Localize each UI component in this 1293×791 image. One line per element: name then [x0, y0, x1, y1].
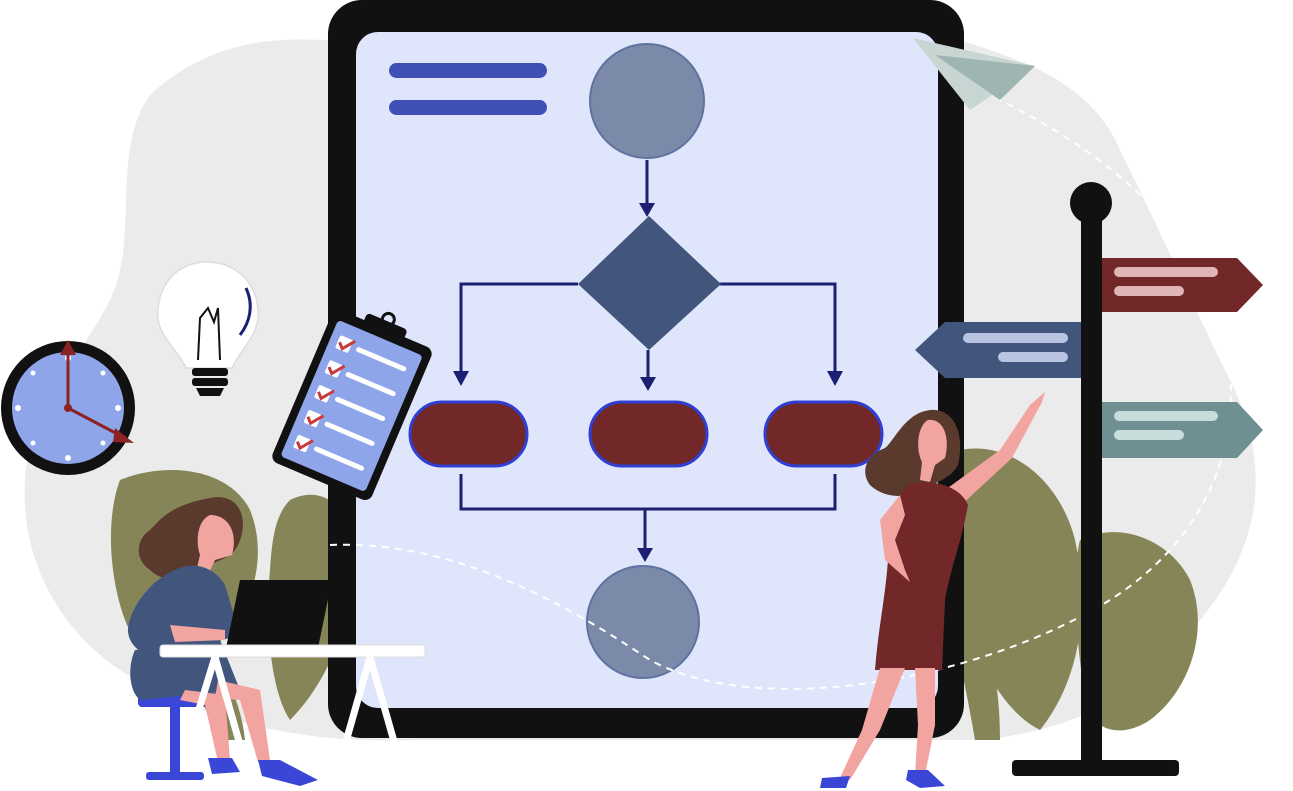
flowchart-arrowhead: [827, 371, 843, 386]
dashed-trail: [329, 99, 1232, 690]
screen-text-line: [389, 100, 547, 115]
flowchart-decision-node: [578, 216, 721, 350]
paper-plane-icon: [913, 38, 1035, 110]
plant-right: [940, 448, 1198, 740]
flowchart-connector: [459, 474, 837, 511]
person-pointing: [820, 392, 1045, 788]
flowchart-arrowhead: [453, 371, 469, 386]
lightbulb-icon: [157, 261, 259, 396]
flowchart-end-node: [586, 565, 700, 679]
flowchart-process-node: [763, 400, 884, 468]
flowchart-start-node: [589, 43, 705, 159]
flowchart-connector: [459, 282, 578, 372]
flowchart-process-node: [588, 400, 709, 468]
flowchart: [408, 43, 884, 679]
flowchart-arrowhead: [637, 548, 653, 562]
checklist-clipboard-icon: [272, 309, 432, 501]
flowchart-arrowhead: [639, 203, 655, 217]
screen-text-line: [389, 63, 547, 78]
person-at-laptop: [128, 497, 426, 786]
clock-icon: [1, 340, 135, 475]
signpost-arrow-left: [915, 322, 1081, 378]
signpost-arrow-right: [1102, 258, 1263, 312]
flowchart-arrowhead: [640, 377, 656, 391]
flowchart-process-node: [408, 400, 529, 468]
signpost-icon: [915, 182, 1263, 776]
flowchart-connector: [719, 282, 837, 372]
